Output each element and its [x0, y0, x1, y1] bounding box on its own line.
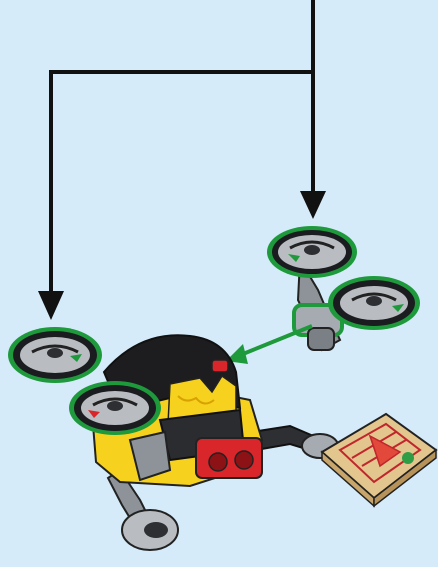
pizza-box-icon [322, 414, 436, 506]
attach-arrow [226, 326, 312, 364]
rotor-right [328, 276, 420, 330]
drone-body [92, 335, 338, 550]
arrow-head-left [38, 291, 64, 320]
rotor-left-upper [8, 327, 102, 383]
rotor-left-lower [69, 381, 161, 435]
detached-rotor-assembly [267, 226, 420, 350]
arrow-head-right [300, 191, 326, 219]
rotor-top [267, 226, 357, 278]
